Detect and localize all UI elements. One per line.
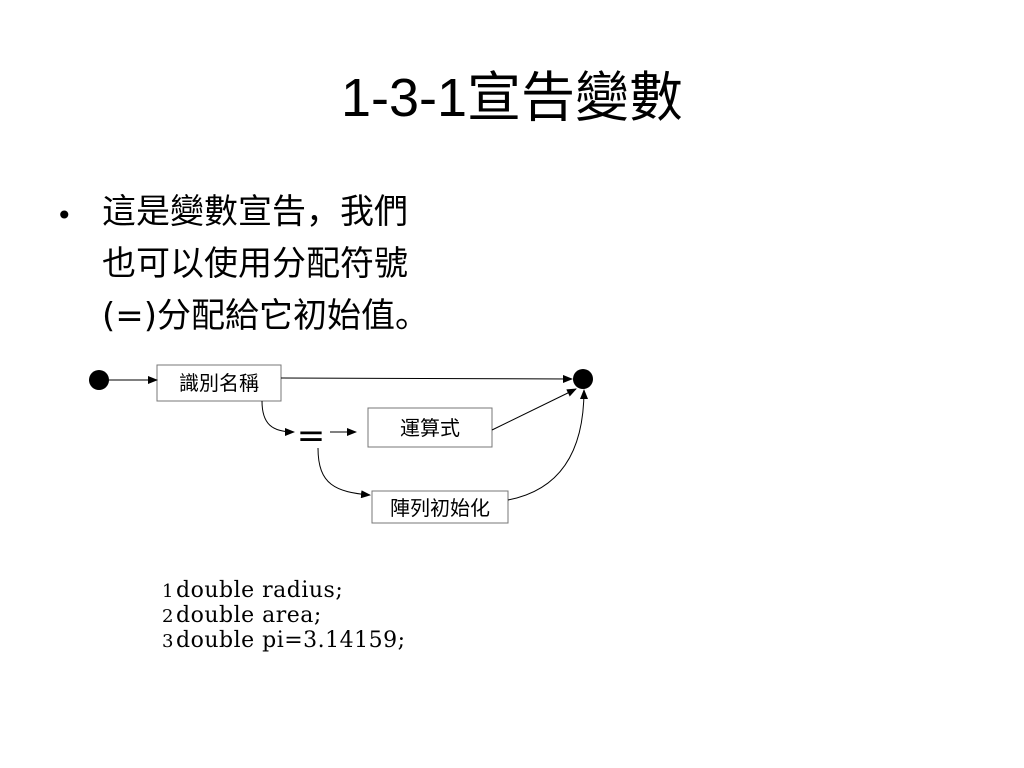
code-text: double pi=3.14159;: [176, 628, 406, 653]
bullet-line-3: (=)分配給它初始值。: [102, 296, 430, 336]
identifier-node: [156, 364, 282, 402]
array-initializer-node: [371, 490, 509, 524]
bullet-line-1: 這是變數宣告，我們: [102, 192, 408, 232]
line-number: 3: [162, 631, 174, 652]
code-text: double radius;: [176, 578, 344, 603]
identifier-to-end-arrow: [280, 374, 573, 383]
expression-to-end-arrow: [491, 388, 577, 431]
end-terminal: [573, 369, 593, 389]
expression-node: [367, 407, 493, 448]
identifier-label: 識別名稱: [179, 371, 259, 395]
line-number: 1: [162, 581, 174, 602]
line-number: 2: [162, 606, 174, 627]
bullet-marker: •: [56, 199, 73, 232]
start-terminal: [89, 370, 109, 390]
assign-operator: =: [297, 416, 326, 456]
array-to-end-arrow: [507, 389, 588, 501]
bullet-paragraph: 這是變數宣告，我們 也可以使用分配符號 (=)分配給它初始值。: [102, 186, 502, 342]
assign-to-array-arrow: [317, 447, 371, 499]
array-initializer-label: 陣列初始化: [390, 496, 490, 520]
identifier-to-assign-arrow: [261, 400, 295, 436]
code-text: double area;: [176, 603, 322, 628]
slide-title: 1-3-1宣告變數: [340, 68, 684, 128]
bullet-line-2: 也可以使用分配符號: [102, 244, 408, 284]
expression-label: 運算式: [400, 416, 460, 440]
